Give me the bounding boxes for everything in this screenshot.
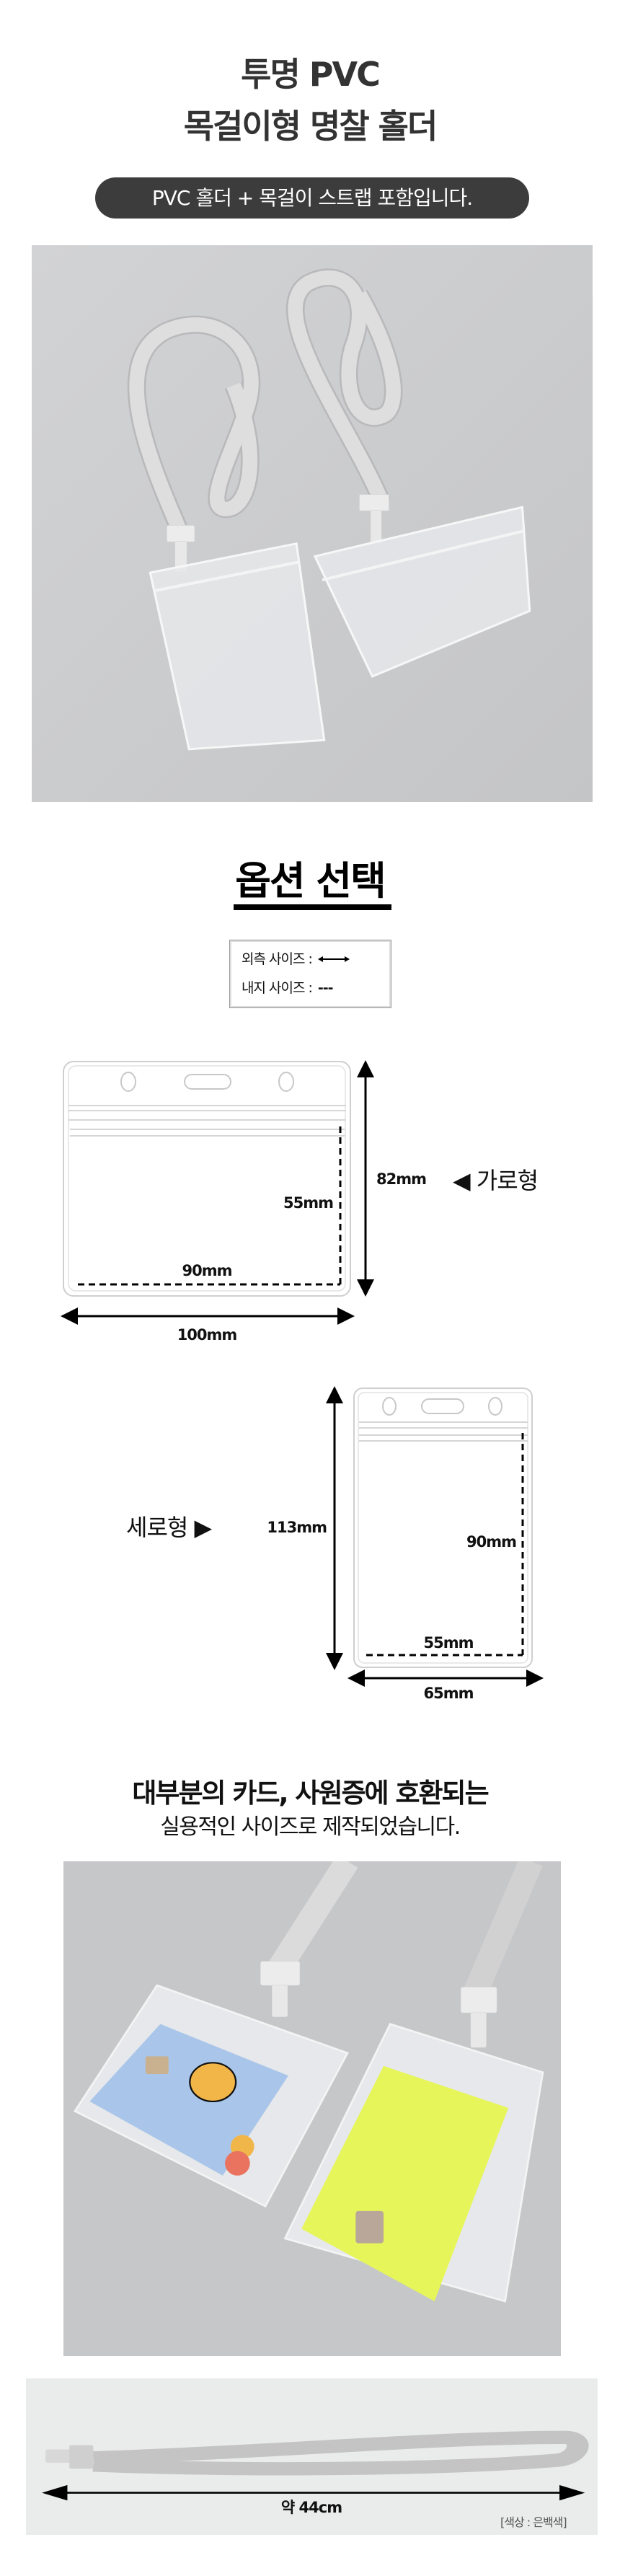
v-outer-width-label: 65mm bbox=[423, 1685, 474, 1702]
horizontal-type-label: ◀ 가로형 bbox=[453, 1167, 539, 1194]
strap-length-label: 약 44cm bbox=[280, 2499, 342, 2516]
product-title-line2: 목걸이형 명찰 홀더 bbox=[183, 107, 438, 146]
h-outer-width-label: 100mm bbox=[177, 1326, 238, 1344]
options-heading-underline bbox=[234, 904, 391, 910]
h-inner-height-label: 55mm bbox=[283, 1194, 334, 1212]
chip bbox=[145, 2056, 169, 2074]
bear-character bbox=[189, 2062, 237, 2103]
product-title-line1: 투명 PVC bbox=[241, 55, 381, 94]
vertical-holder-drawing bbox=[353, 1388, 533, 1668]
chip bbox=[355, 2210, 384, 2244]
strap-color-note: [색상 : 은백색] bbox=[500, 2515, 567, 2529]
product-photo-two-holders bbox=[32, 245, 593, 802]
vertical-type-label: 세로형 ▶ bbox=[126, 1514, 212, 1541]
right-card-holder bbox=[313, 506, 531, 678]
included-items-badge: PVC 홀더 + 목걸이 스트랩 포함입니다. bbox=[95, 177, 529, 219]
double-arrow-icon bbox=[317, 956, 350, 962]
options-heading: 옵션 선택 bbox=[235, 858, 386, 904]
left-lanyard-strap bbox=[267, 1861, 358, 1976]
v-outer-height-label: 113mm bbox=[267, 1519, 327, 1536]
clip bbox=[69, 2445, 94, 2469]
strap-length-photo bbox=[26, 2378, 598, 2535]
lanyard-strap bbox=[92, 2430, 589, 2476]
legend-inner-label: 내지 사이즈 : bbox=[242, 980, 313, 996]
size-diagrams bbox=[61, 1060, 544, 1687]
size-legend: 외측 사이즈 : 내지 사이즈 : --- bbox=[229, 940, 391, 1008]
compat-headline: 대부분의 카드, 사원증에 호환되는 bbox=[132, 1778, 489, 1809]
right-clip bbox=[460, 1987, 497, 2013]
legend-dashed-symbol: --- bbox=[317, 980, 334, 996]
v-inner-width-label: 55mm bbox=[423, 1634, 474, 1651]
legend-outer-label: 외측 사이즈 : bbox=[242, 951, 313, 967]
card-logo-red bbox=[225, 2151, 250, 2176]
clip-tab bbox=[45, 2449, 74, 2463]
right-lanyard-strap bbox=[464, 1861, 543, 1997]
h-outer-height-label: 82mm bbox=[376, 1170, 427, 1188]
h-inner-width-label: 90mm bbox=[182, 1262, 233, 1279]
v-inner-height-label: 90mm bbox=[466, 1533, 517, 1551]
product-photo-with-cards bbox=[63, 1861, 561, 2356]
yellow-card bbox=[301, 2065, 509, 2302]
left-card-holder bbox=[149, 542, 326, 751]
compat-subline: 실용적인 사이즈로 제작되었습니다. bbox=[160, 1814, 461, 1840]
left-clip bbox=[260, 1961, 301, 1986]
horizontal-holder-drawing bbox=[63, 1061, 351, 1297]
